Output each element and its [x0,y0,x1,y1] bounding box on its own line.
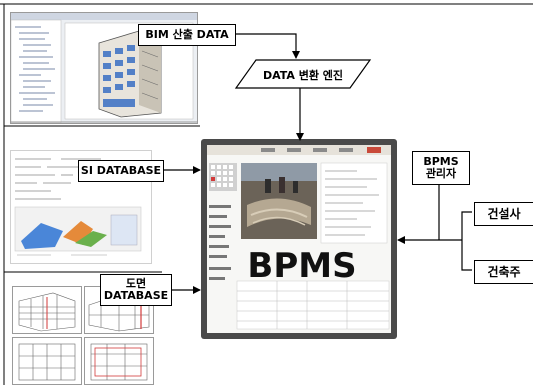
owner-text: 건축주 [487,265,521,279]
data-engine-shape [234,59,372,89]
contractor-label: 건설사 [474,202,533,226]
bpms-screen-graphic [207,145,391,330]
si-database-label: SI DATABASE [78,160,164,182]
si-screenshot-graphic [14,158,142,256]
bpms-manager-label: BPMS 관리자 [412,151,470,185]
drawing-db-line1: 도면 [125,277,147,290]
data-engine-text: DATA 변환 엔진 [262,69,344,82]
bpms-screen [207,145,391,333]
bim-data-text: BIM 산출 DATA [145,28,229,41]
drawing-3d-frame-1 [18,292,76,332]
data-engine-label: DATA 변환 엔진 [246,67,360,83]
contractor-text: 건설사 [487,207,521,221]
drawing-thumbnail-3 [12,337,82,385]
bpms-manager-line1: BPMS [423,155,459,168]
drawing-thumbnail-4 [84,337,154,385]
drawing-plan-1 [90,343,148,381]
bim-data-label: BIM 산출 DATA [138,24,236,46]
drawing-elevation-1 [18,343,76,381]
line-stakeholder-bracket [461,211,472,271]
bpms-title: BPMS [247,246,357,286]
drawing-thumbnail-1 [12,286,82,334]
drawing-db-line2: DATABASE [103,289,169,302]
bpms-manager-line2: 관리자 [425,167,457,180]
bim-screenshot-graphic [11,13,197,123]
owner-label: 건축주 [474,260,533,284]
si-database-text: SI DATABASE [80,164,162,177]
drawing-database-label: 도면 DATABASE [100,274,172,306]
arrow-bim-to-engine [236,33,300,59]
